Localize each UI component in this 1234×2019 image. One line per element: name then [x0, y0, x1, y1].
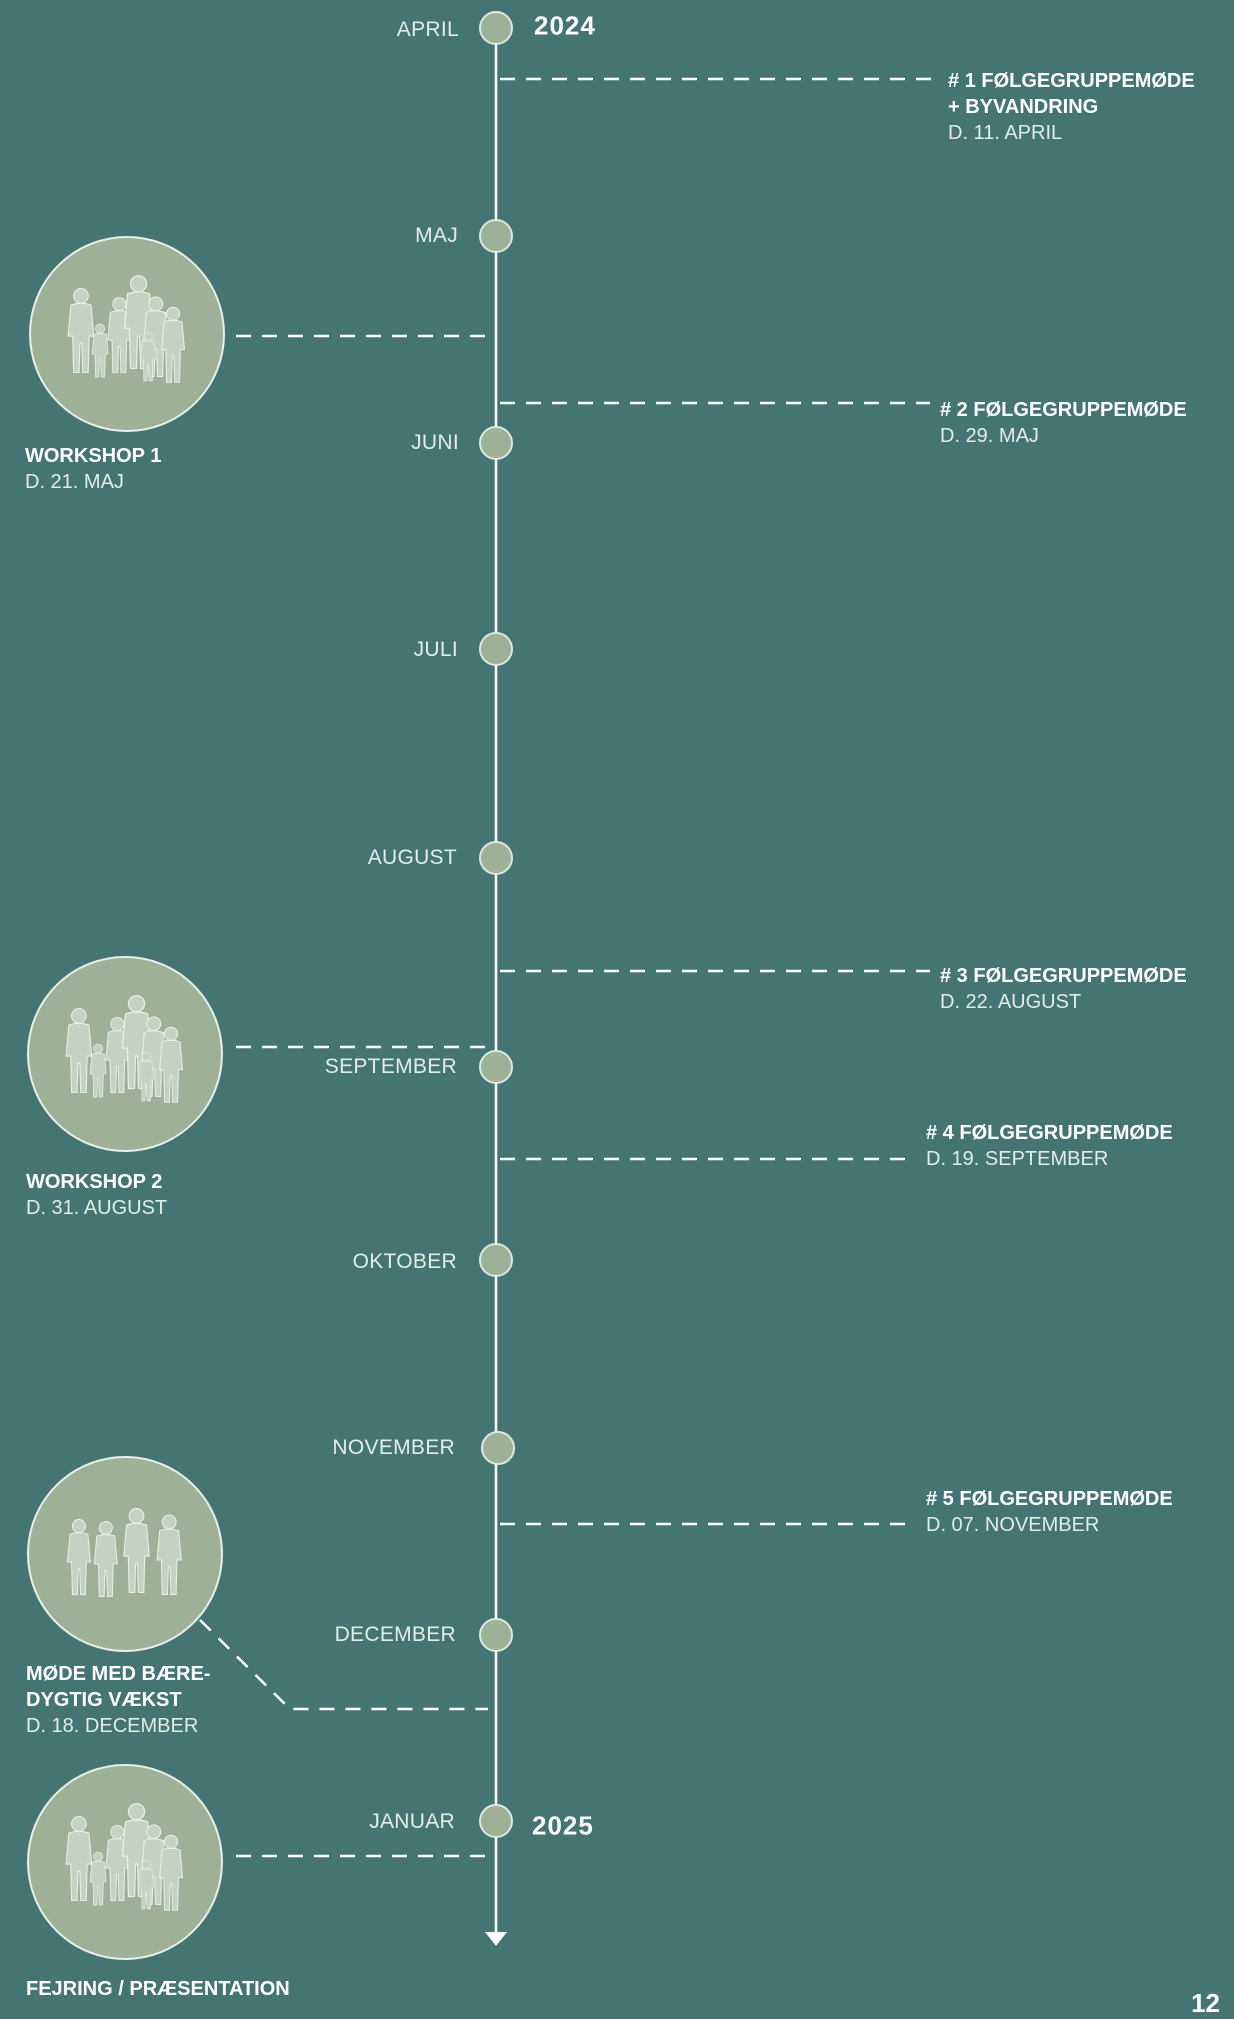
event-baeredygtig-vaekst: MØDE MED BÆRE- DYGTIG VÆKST D. 18. DECEM…	[26, 1661, 210, 1739]
event-folgegruppe-1: # 1 FØLGEGRUPPEMØDE + BYVANDRING D. 11. …	[948, 68, 1195, 146]
month-label-januar: JANUAR	[369, 1810, 455, 1833]
month-label-september: SEPTEMBER	[324, 1055, 457, 1078]
event-folgegruppe-2: # 2 FØLGEGRUPPEMØDE D. 29. MAJ	[940, 397, 1187, 449]
event-folgegruppe-3: # 3 FØLGEGRUPPEMØDE D. 22. AUGUST	[940, 963, 1187, 1015]
people-group-icon	[27, 1764, 223, 1960]
month-label-november: NOVEMBER	[332, 1436, 455, 1459]
month-node-maj	[479, 219, 513, 253]
month-nodes	[479, 11, 515, 1838]
month-label-maj: MAJ	[415, 224, 458, 247]
event-title: WORKSHOP 1	[25, 445, 162, 467]
event-folgegruppe-4: # 4 FØLGEGRUPPEMØDE D. 19. SEPTEMBER	[926, 1120, 1173, 1172]
month-node-august	[479, 841, 513, 875]
event-date: D. 19. SEPTEMBER	[926, 1148, 1109, 1170]
year-label-start: 2024	[534, 10, 596, 41]
people-group-icon	[29, 236, 225, 432]
month-node-september	[479, 1050, 513, 1084]
event-date: D. 29. MAJ	[940, 425, 1039, 447]
event-date: D. 07. NOVEMBER	[926, 1514, 1100, 1536]
month-label-august: AUGUST	[367, 846, 457, 869]
month-node-juli	[479, 632, 513, 666]
event-title: # 4 FØLGEGRUPPEMØDE	[926, 1122, 1173, 1144]
event-date: D. 11. APRIL	[948, 122, 1063, 144]
event-date: D. 21. MAJ	[25, 471, 124, 493]
timeline-arrow-icon	[485, 1932, 507, 1946]
event-title: WORKSHOP 2	[26, 1171, 163, 1193]
month-label-juni: JUNI	[411, 431, 459, 454]
event-workshop-1: WORKSHOP 1 D. 21. MAJ	[25, 443, 161, 495]
month-label-juli: JULI	[413, 638, 458, 661]
month-node-januar	[479, 1804, 513, 1838]
month-label-oktober: OKTOBER	[352, 1250, 457, 1273]
event-date: D. 18. DECEMBER	[26, 1715, 199, 1737]
event-folgegruppe-5: # 5 FØLGEGRUPPEMØDE D. 07. NOVEMBER	[926, 1486, 1173, 1538]
event-title: FEJRING / PRÆSENTATION	[26, 1978, 290, 2000]
event-title: # 3 FØLGEGRUPPEMØDE	[940, 965, 1187, 987]
month-label-april: APRIL	[396, 18, 459, 41]
event-fejring: FEJRING / PRÆSENTATION	[26, 1976, 290, 2002]
month-node-juni	[479, 426, 513, 460]
month-node-november	[481, 1431, 515, 1465]
event-title: MØDE MED BÆRE- DYGTIG VÆKST	[26, 1663, 211, 1711]
month-node-april	[479, 11, 513, 45]
month-label-december: DECEMBER	[334, 1623, 456, 1646]
event-title: # 5 FØLGEGRUPPEMØDE	[926, 1488, 1173, 1510]
year-label-end: 2025	[532, 1810, 594, 1841]
month-node-oktober	[479, 1243, 513, 1277]
page-number: 12	[1191, 1988, 1220, 2018]
event-workshop-2: WORKSHOP 2 D. 31. AUGUST	[26, 1169, 167, 1221]
event-title: # 2 FØLGEGRUPPEMØDE	[940, 399, 1187, 421]
event-title: # 1 FØLGEGRUPPEMØDE + BYVANDRING	[948, 70, 1195, 118]
people-group-icon	[27, 1456, 223, 1652]
event-date: D. 31. AUGUST	[26, 1197, 168, 1219]
event-date: D. 22. AUGUST	[940, 991, 1082, 1013]
month-node-december	[479, 1618, 513, 1652]
people-group-icon	[27, 956, 223, 1152]
